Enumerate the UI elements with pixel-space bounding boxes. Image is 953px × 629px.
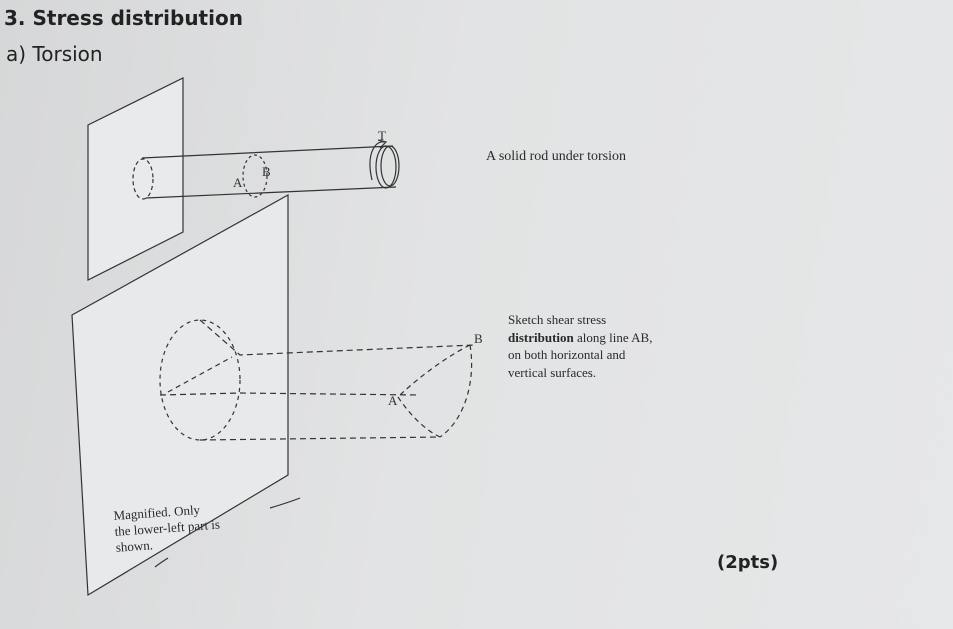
- point-b-label-rod: B: [262, 164, 271, 179]
- magnified-note: Magnified. Only the lower-left part is s…: [113, 501, 222, 556]
- wall-plane-magnified: [71, 193, 289, 597]
- torque-label: T: [378, 128, 386, 143]
- instruction-part1: Sketch shear stress: [508, 312, 607, 327]
- magnified-cross-section: [159, 319, 241, 441]
- rod-left-end: [132, 158, 154, 200]
- point-b-label-magnified: B: [474, 331, 483, 346]
- rod-section-ab: [242, 154, 268, 198]
- rod-body: [141, 145, 397, 199]
- point-a-label-magnified: A: [388, 393, 398, 408]
- instruction-text: Sketch shear stress distribution along l…: [508, 311, 658, 381]
- instruction-part2: along line AB, on both horizontal and ve…: [508, 329, 653, 380]
- instruction-bold: distribution: [508, 329, 574, 345]
- rod-caption: A solid rod under torsion: [486, 149, 626, 164]
- point-a-label-rod: A: [233, 175, 243, 190]
- torque-arrow: [369, 141, 385, 181]
- wall-plane-top: [87, 77, 184, 281]
- subsection-title: a) Torsion: [6, 42, 103, 66]
- magnified-end-arc: [439, 344, 473, 438]
- points-value: (2pts): [717, 552, 779, 573]
- section-title: 3. Stress distribution: [4, 6, 243, 30]
